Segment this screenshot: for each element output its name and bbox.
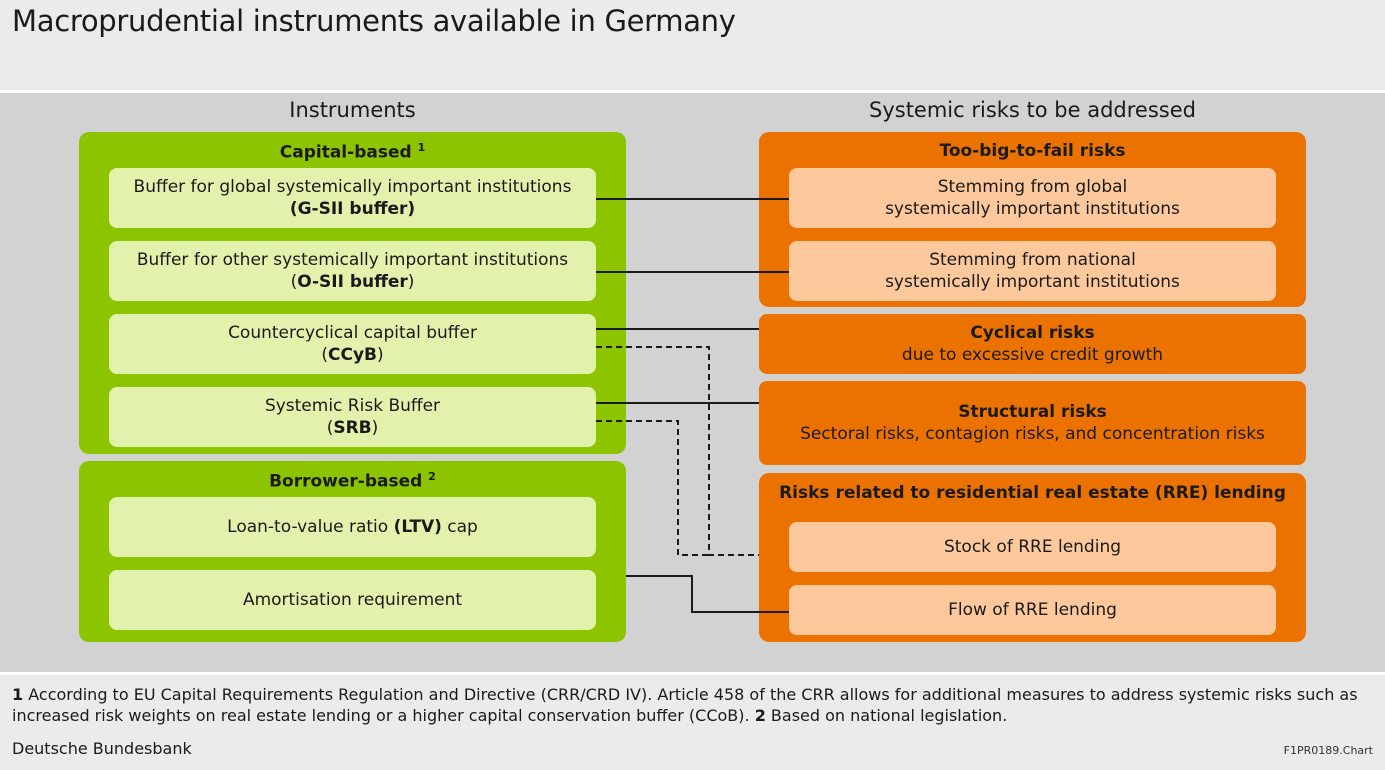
capital-based-label: Capital-based xyxy=(279,142,412,163)
national-sii-line-1: Stemming from national xyxy=(929,250,1136,270)
borrower-based-heading: Borrower-based 2 xyxy=(79,470,626,492)
srb-abbr: SRB xyxy=(333,418,372,438)
osii-buffer-abbr: O-SII buffer xyxy=(297,272,408,292)
srb-paren-open: ( xyxy=(326,418,334,438)
page-title: Macroprudential instruments available in… xyxy=(12,4,736,38)
borrower-based-label: Borrower-based xyxy=(269,471,423,492)
footnote-1-marker: 1 xyxy=(12,685,24,704)
global-sii-line-2: systemically important institutions xyxy=(885,199,1180,219)
ltv-suffix: cap xyxy=(441,517,478,537)
rre-flow-label: Flow of RRE lending xyxy=(948,600,1117,620)
gsii-buffer-label: Buffer for global systemically important… xyxy=(133,177,572,197)
ltv-abbr: (LTV) xyxy=(393,517,442,537)
ccyb-paren-close: ) xyxy=(377,345,384,365)
footnote-1-text: According to EU Capital Requirements Reg… xyxy=(12,685,1358,725)
column-heading-risks: Systemic risks to be addressed xyxy=(869,98,1196,122)
ccyb-abbr: CCyB xyxy=(328,345,377,365)
gsii-buffer-abbr: (G-SII buffer) xyxy=(289,199,416,219)
structural-risks-sub: Sectoral risks, contagion risks, and con… xyxy=(800,424,1265,444)
ltv-cap-box: Loan-to-value ratio (LTV) cap xyxy=(109,497,596,557)
amortisation-box: Amortisation requirement xyxy=(109,570,596,630)
footnote-2-text: Based on national legislation. xyxy=(765,706,1008,725)
global-sii-risk-box: Stemming from global systemically import… xyxy=(789,168,1276,228)
column-heading-instruments: Instruments xyxy=(289,98,416,122)
global-sii-line-1: Stemming from global xyxy=(937,177,1128,197)
osii-paren-open: ( xyxy=(290,272,298,292)
srb-box: Systemic Risk Buffer (SRB) xyxy=(109,387,596,447)
footnote-ref-1: 1 xyxy=(417,141,426,154)
ccyb-paren-open: ( xyxy=(321,345,328,365)
capital-based-heading: Capital-based 1 xyxy=(79,141,626,163)
footnote-2-marker: 2 xyxy=(754,706,766,725)
link-ccyb-rre-stock xyxy=(596,346,759,556)
rre-stock-box: Stock of RRE lending xyxy=(789,522,1276,572)
footnote-ref-2: 2 xyxy=(428,470,436,483)
osii-paren-close: ) xyxy=(407,272,415,292)
ccyb-label: Countercyclical capital buffer xyxy=(228,323,477,343)
source-label: Deutsche Bundesbank xyxy=(12,739,192,758)
link-borrower-rre-flow xyxy=(626,575,789,613)
rre-stock-label: Stock of RRE lending xyxy=(943,537,1122,557)
chart-code: F1PR0189.Chart xyxy=(1283,744,1373,757)
srb-paren-close: ) xyxy=(371,418,379,438)
osii-buffer-label: Buffer for other systemically important … xyxy=(136,250,569,270)
link-srb-rre-stock xyxy=(596,420,709,556)
national-sii-line-2: systemically important institutions xyxy=(885,272,1180,292)
cyclical-risks-heading: Cyclical risks xyxy=(970,323,1095,343)
rre-heading: Risks related to residential real estate… xyxy=(779,483,1286,503)
amortisation-label: Amortisation requirement xyxy=(242,590,463,610)
national-sii-risk-box: Stemming from national systemically impo… xyxy=(789,241,1276,301)
structural-risks-box: Structural risks Sectoral risks, contagi… xyxy=(759,381,1306,465)
osii-buffer-box: Buffer for other systemically important … xyxy=(109,241,596,301)
ltv-label: Loan-to-value ratio xyxy=(227,517,394,537)
cyclical-risks-box: Cyclical risks due to excessive credit g… xyxy=(759,314,1306,374)
ccyb-box: Countercyclical capital buffer (CCyB) xyxy=(109,314,596,374)
cyclical-risks-sub: due to excessive credit growth xyxy=(901,345,1164,365)
rre-flow-box: Flow of RRE lending xyxy=(789,585,1276,635)
footnotes: 1 According to EU Capital Requirements R… xyxy=(12,684,1377,726)
structural-risks-heading: Structural risks xyxy=(958,402,1107,422)
tbtf-heading: Too-big-to-fail risks xyxy=(939,141,1126,161)
gsii-buffer-box: Buffer for global systemically important… xyxy=(109,168,596,228)
srb-label: Systemic Risk Buffer xyxy=(264,396,441,416)
